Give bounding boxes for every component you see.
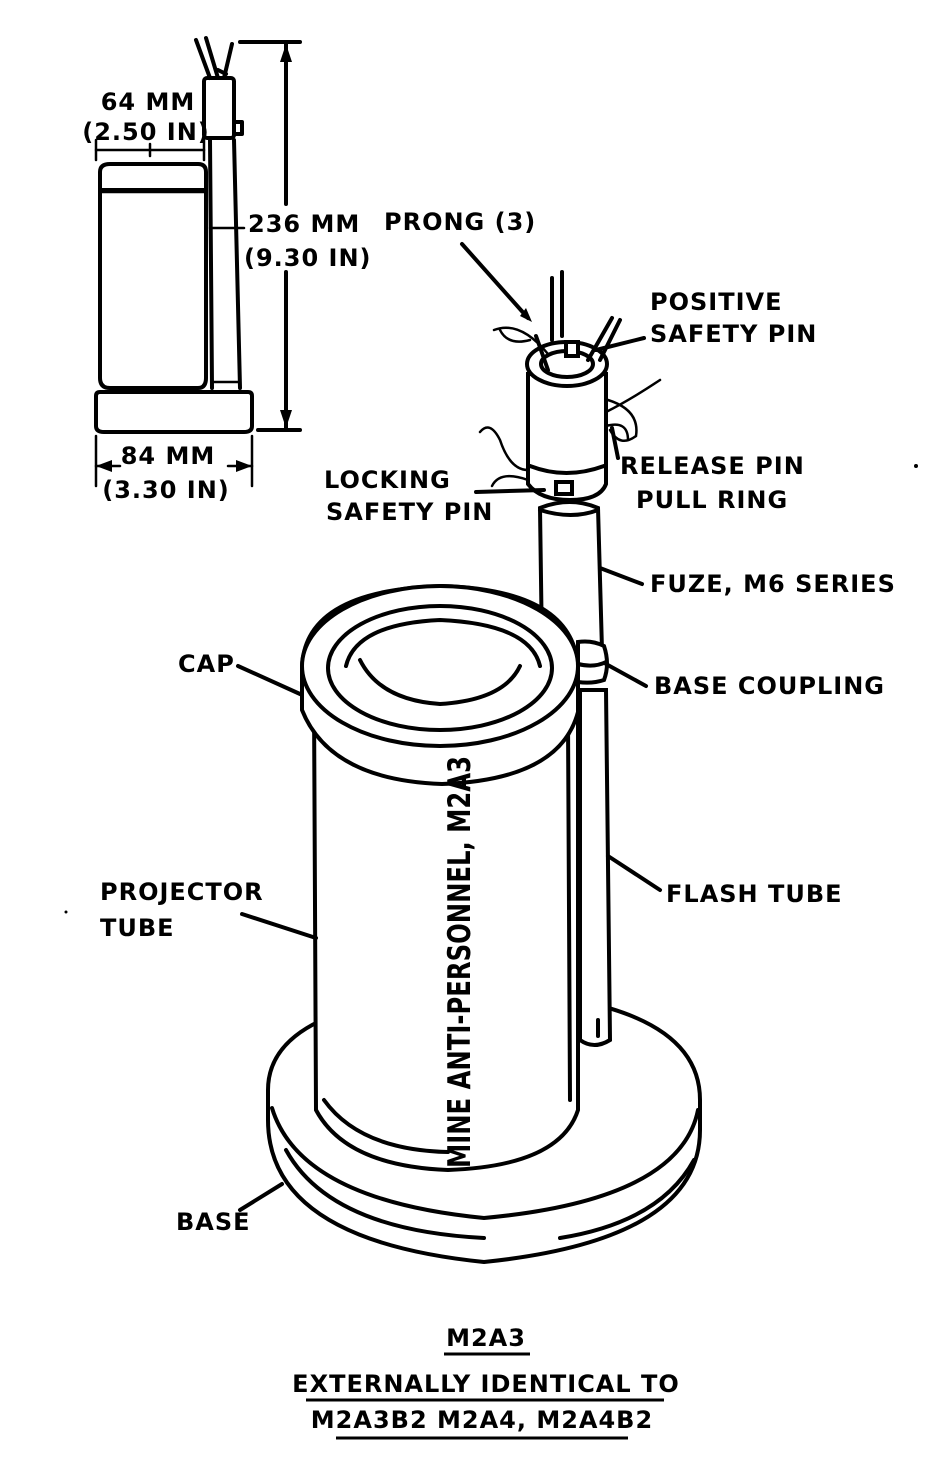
label-locking-safety-pin-2: SAFETY PIN — [326, 498, 493, 526]
dimension-width-mm: 64 MM — [101, 88, 196, 116]
main-mine-drawing — [266, 270, 702, 1265]
dimension-base-in: (3.30 IN) — [102, 476, 230, 504]
caption-line-3: M2A3B2 M2A4, M2A4B2 — [311, 1406, 653, 1434]
projector-tube-drawing — [311, 698, 580, 1173]
dimension-height-in: (9.30 IN) — [244, 244, 372, 272]
flash-tube-drawing — [578, 688, 613, 1047]
scan-speck — [914, 464, 918, 468]
label-fuze: FUZE, M6 SERIES — [650, 570, 896, 598]
caption-line-2: EXTERNALLY IDENTICAL TO — [292, 1370, 680, 1398]
caption: M2A3 EXTERNALLY IDENTICAL TO M2A3B2 M2A4… — [292, 1324, 680, 1440]
label-release-pin-2: PULL RING — [636, 486, 788, 514]
label-projector-tube-1: PROJECTOR — [100, 878, 264, 906]
dimension-height-mm: 236 MM — [248, 210, 360, 238]
label-cap: CAP — [178, 650, 235, 678]
label-locking-safety-pin-1: LOCKING — [324, 466, 451, 494]
scan-speck — [64, 910, 68, 914]
side-view-drawing — [94, 36, 302, 488]
label-projector-tube-2: TUBE — [100, 914, 175, 942]
caption-line-1: M2A3 — [446, 1324, 526, 1352]
dimension-base-mm: 84 MM — [121, 442, 216, 470]
label-base-coupling: BASE COUPLING — [654, 672, 885, 700]
label-release-pin-1: RELEASE PIN — [620, 452, 805, 480]
label-flash-tube: FLASH TUBE — [666, 880, 843, 908]
label-prong: PRONG (3) — [384, 208, 536, 236]
dimension-width-in: (2.50 IN) — [82, 118, 210, 146]
leader-lines — [236, 242, 662, 1212]
label-positive-safety-pin-1: POSITIVE — [650, 288, 782, 316]
cap-drawing — [300, 583, 580, 787]
projector-tube-marking: MINE ANTI-PERSONNEL, M2A3 — [442, 756, 478, 1168]
label-base: BASE — [176, 1208, 251, 1236]
label-positive-safety-pin-2: SAFETY PIN — [650, 320, 817, 348]
